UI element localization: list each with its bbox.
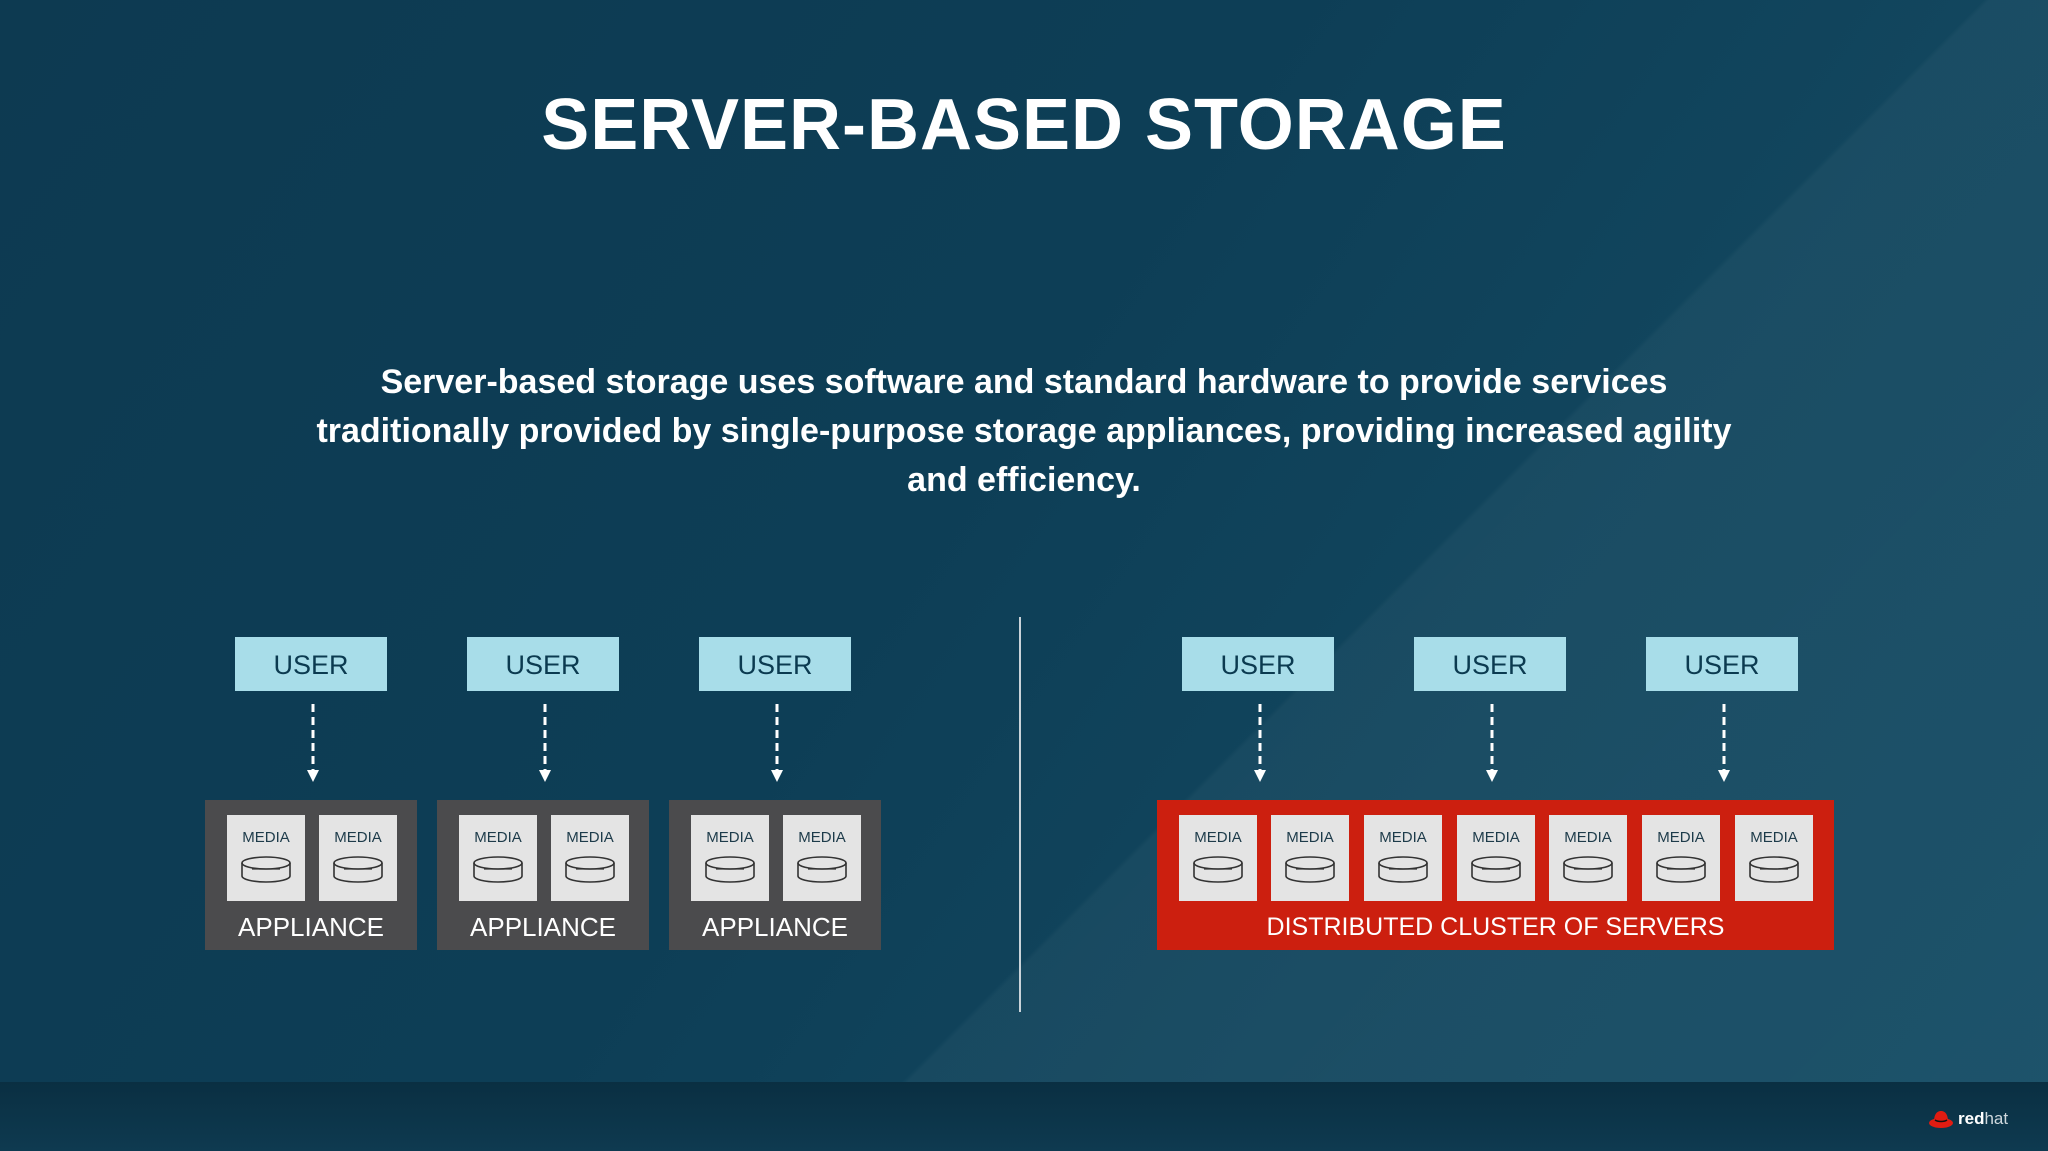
disk-icon xyxy=(1285,856,1335,883)
media-drive: MEDIA xyxy=(227,815,305,901)
media-label: MEDIA xyxy=(1379,829,1427,846)
distributed-cluster-box: MEDIA MEDIA MEDIA MEDIA xyxy=(1157,800,1834,950)
user-box: USER xyxy=(1182,637,1334,691)
disk-icon xyxy=(565,856,615,883)
media-drive: MEDIA xyxy=(319,815,397,901)
user-box: USER xyxy=(1414,637,1566,691)
user-box: USER xyxy=(1646,637,1798,691)
appliance-box: MEDIA MEDIA APPLIANCE xyxy=(437,800,649,950)
media-label: MEDIA xyxy=(1472,829,1520,846)
cluster-label: DISTRIBUTED CLUSTER OF SERVERS xyxy=(1266,913,1725,941)
disk-icon xyxy=(705,856,755,883)
disk-icon xyxy=(1656,856,1706,883)
media-label: MEDIA xyxy=(1286,829,1334,846)
user-box: USER xyxy=(467,637,619,691)
disk-icon xyxy=(797,856,847,883)
media-label: MEDIA xyxy=(706,829,754,846)
media-drive: MEDIA xyxy=(1642,815,1720,901)
down-arrow-icon xyxy=(1486,704,1498,782)
media-drive: MEDIA xyxy=(783,815,861,901)
down-arrow-icon xyxy=(771,704,783,782)
disk-icon xyxy=(1749,856,1799,883)
media-drive: MEDIA xyxy=(1549,815,1627,901)
down-arrow-icon xyxy=(1254,704,1266,782)
disk-icon xyxy=(473,856,523,883)
redhat-logo: redhat xyxy=(1928,1104,2008,1134)
media-label: MEDIA xyxy=(1564,829,1612,846)
disk-icon xyxy=(1471,856,1521,883)
media-label: MEDIA xyxy=(242,829,290,846)
diagram-divider xyxy=(1019,617,1021,1012)
logo-text: redhat xyxy=(1958,1109,2008,1129)
disk-icon xyxy=(1193,856,1243,883)
media-label: MEDIA xyxy=(334,829,382,846)
user-box: USER xyxy=(235,637,387,691)
media-label: MEDIA xyxy=(566,829,614,846)
user-box: USER xyxy=(699,637,851,691)
media-label: MEDIA xyxy=(474,829,522,846)
down-arrow-icon xyxy=(307,704,319,782)
appliance-box: MEDIA MEDIA APPLIANCE xyxy=(205,800,417,950)
media-drive: MEDIA xyxy=(1735,815,1813,901)
media-drive: MEDIA xyxy=(1271,815,1349,901)
appliance-label: APPLIANCE xyxy=(238,912,384,942)
down-arrow-icon xyxy=(539,704,551,782)
disk-icon xyxy=(1378,856,1428,883)
media-drive: MEDIA xyxy=(691,815,769,901)
media-label: MEDIA xyxy=(1657,829,1705,846)
logo-brand: red xyxy=(1958,1109,1985,1128)
media-label: MEDIA xyxy=(1194,829,1242,846)
media-drive: MEDIA xyxy=(1457,815,1535,901)
logo-brand-suffix: hat xyxy=(1984,1109,2009,1128)
down-arrow-icon xyxy=(1718,704,1730,782)
media-drive: MEDIA xyxy=(459,815,537,901)
slide-title: SERVER-BASED STORAGE xyxy=(541,85,1507,165)
appliance-label: APPLIANCE xyxy=(470,912,616,942)
appliance-label: APPLIANCE xyxy=(702,912,848,942)
media-label: MEDIA xyxy=(798,829,846,846)
disk-icon xyxy=(241,856,291,883)
media-label: MEDIA xyxy=(1750,829,1798,846)
disk-icon xyxy=(1563,856,1613,883)
disk-icon xyxy=(333,856,383,883)
slide-description: Server-based storage uses software and s… xyxy=(316,363,1732,499)
redhat-hat-icon xyxy=(1929,1111,1953,1128)
appliance-box: MEDIA MEDIA APPLIANCE xyxy=(669,800,881,950)
media-drive: MEDIA xyxy=(1179,815,1257,901)
media-drive: MEDIA xyxy=(551,815,629,901)
media-drive: MEDIA xyxy=(1364,815,1442,901)
footer-bar xyxy=(0,1082,2048,1151)
